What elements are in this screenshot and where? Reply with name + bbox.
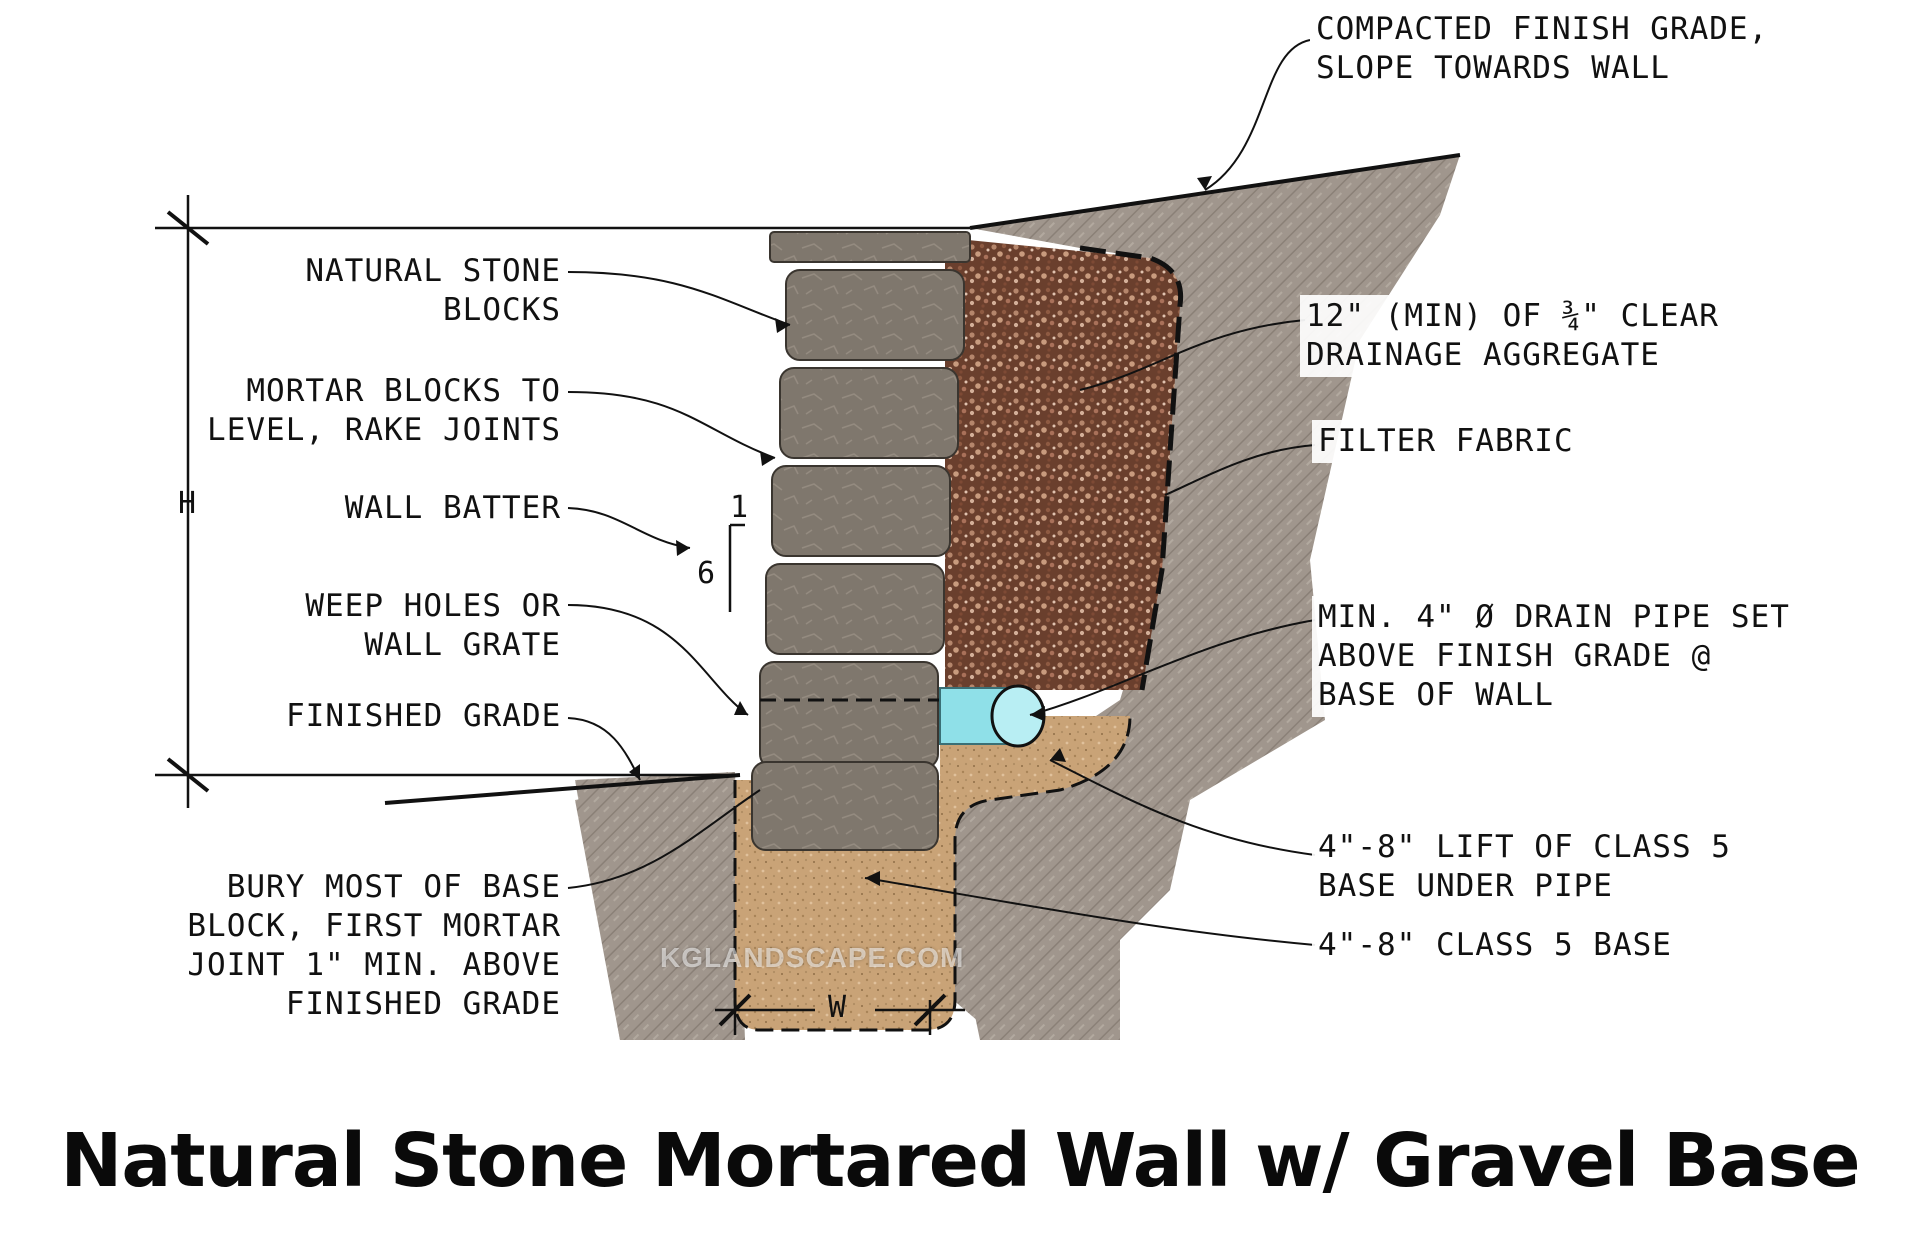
filter-fabric-line: [1079, 245, 1184, 691]
label-compacted-grade: COMPACTED FINISH GRADE, SLOPE TOWARDS WA…: [1310, 8, 1775, 90]
label-drainage-aggregate: 12" (MIN) OF ¾" CLEAR DRAINAGE AGGREGATE: [1300, 295, 1725, 377]
batter-run: 6: [697, 556, 716, 591]
soil-lower: [575, 772, 745, 1040]
stone-wall: [751, 231, 971, 851]
dimension-width: W: [828, 990, 847, 1025]
label-lift-class5: 4"-8" LIFT OF CLASS 5 BASE UNDER PIPE: [1312, 826, 1737, 908]
label-filter-fabric: FILTER FABRIC: [1312, 420, 1580, 463]
label-natural-stone-blocks: NATURAL STONE BLOCKS: [270, 250, 567, 332]
watermark: KGLANDSCAPE.COM: [660, 942, 965, 973]
class5-lift: [940, 716, 1130, 850]
page-title: Natural Stone Mortared Wall w/ Gravel Ba…: [60, 1118, 1860, 1204]
leader-lines: [567, 39, 1316, 946]
soil-backfill: [575, 155, 1460, 1040]
label-wall-batter: WALL BATTER: [320, 487, 567, 530]
finished-grade-line: [384, 773, 741, 805]
compacted-grade-line: [969, 153, 1461, 230]
leader-arrows: [629, 176, 1212, 886]
label-class5-base: 4"-8" CLASS 5 BASE: [1312, 924, 1678, 967]
dimension-height: H: [178, 486, 197, 521]
label-drain-pipe: MIN. 4" Ø DRAIN PIPE SET ABOVE FINISH GR…: [1312, 596, 1796, 717]
drainage-aggregate: [945, 240, 1181, 690]
label-weep-holes: WEEP HOLES OR WALL GRATE: [270, 585, 567, 667]
label-mortar-blocks: MORTAR BLOCKS TO LEVEL, RAKE JOINTS: [200, 370, 567, 452]
label-bury-base: BURY MOST OF BASE BLOCK, FIRST MORTAR JO…: [170, 866, 567, 1026]
label-finished-grade: FINISHED GRADE: [280, 695, 567, 738]
dimension-lines: [155, 195, 970, 1035]
batter-rise: 1: [730, 490, 749, 525]
base-dashed-outline: [733, 715, 1132, 1032]
